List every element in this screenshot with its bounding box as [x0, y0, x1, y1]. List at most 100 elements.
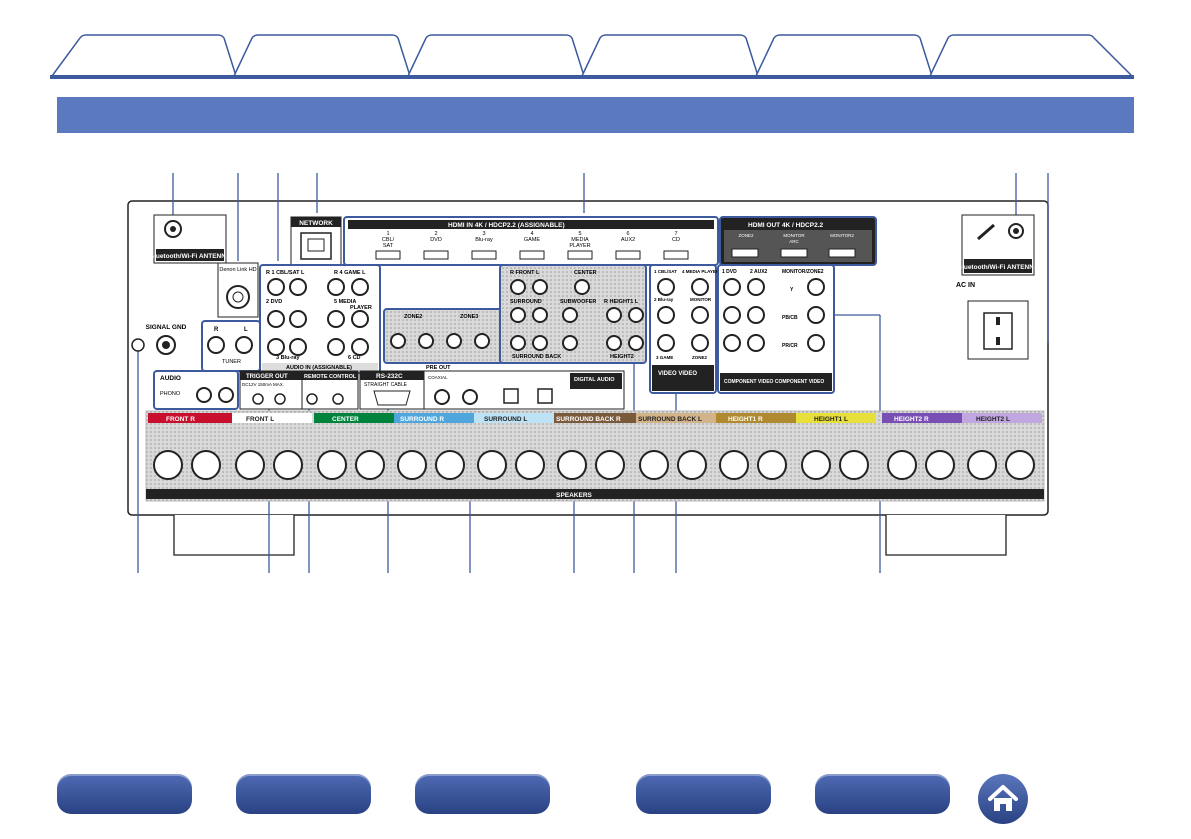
rs232c-port[interactable] [373, 390, 411, 406]
tab-tips[interactable] [754, 34, 934, 77]
svg-text:MONITOR: MONITOR [783, 233, 805, 238]
svg-text:PB/CB: PB/CB [782, 315, 798, 321]
svg-text:SURROUND BACK L: SURROUND BACK L [638, 416, 702, 423]
hdmi-out-title: HDMI OUT 4K / HDCP2.2 [748, 222, 824, 229]
svg-text:HEIGHT1 R: HEIGHT1 R [728, 416, 763, 423]
svg-text:6: 6 [626, 231, 629, 237]
phono-jack-r[interactable] [196, 387, 212, 403]
audio-in-footer: AUDIO IN (ASSIGNABLE) [286, 365, 352, 371]
svg-text:2 Blu-ray: 2 Blu-ray [654, 297, 674, 302]
phono-jack-l[interactable] [218, 387, 234, 403]
tuner-jack-r[interactable] [207, 336, 225, 354]
svg-text:PR/CR: PR/CR [782, 343, 798, 349]
remote-in[interactable] [306, 393, 318, 405]
svg-text:CD: CD [672, 237, 680, 243]
svg-text:1: 1 [386, 231, 389, 237]
trigger-1[interactable] [252, 393, 264, 405]
straight-cable-label: STRAIGHT CABLE [364, 382, 408, 388]
nav-button-5[interactable] [815, 774, 950, 814]
svg-text:AUDIO: AUDIO [160, 375, 181, 382]
tab-appendix[interactable] [928, 34, 1134, 77]
coax-2[interactable] [462, 389, 478, 405]
hdmi-in-title: HDMI IN 4K / HDCP2.2 (ASSIGNABLE) [448, 222, 565, 229]
remote-out[interactable] [332, 393, 344, 405]
svg-text:MONITOR: MONITOR [690, 297, 712, 302]
ac-in-label: AC IN [956, 282, 975, 289]
digital-audio-label: DIGITAL AUDIO [574, 377, 615, 383]
coax-1[interactable] [434, 389, 450, 405]
tab-connections[interactable] [232, 34, 412, 77]
tab-underline [50, 75, 1134, 79]
phono-block [153, 370, 239, 410]
optical-2[interactable] [537, 388, 553, 404]
svg-text:5 MEDIA: 5 MEDIA [334, 299, 356, 305]
svg-text:ZONE3: ZONE3 [460, 314, 478, 320]
denon-link-label: Denon Link HD [219, 267, 256, 273]
coaxial-label: COAXIAL [428, 375, 448, 380]
svg-text:Blu-ray: Blu-ray [475, 237, 493, 243]
preout-label: PRE OUT [426, 365, 451, 371]
hdmi-out-monitor2[interactable] [828, 248, 856, 258]
svg-text:PLAYER: PLAYER [569, 243, 590, 249]
svg-text:1 DVD: 1 DVD [722, 269, 737, 275]
speaker-posts[interactable] [153, 450, 1035, 480]
svg-text:2: 2 [434, 231, 437, 237]
svg-text:L: L [244, 327, 248, 333]
rear-panel-diagram: Bluetooth/Wi-Fi ANTENNA Denon Link HD NE… [127, 173, 1049, 573]
nav-button-3[interactable] [415, 774, 550, 814]
svg-text:SURROUND BACK: SURROUND BACK [512, 354, 561, 360]
video-in-label: VIDEO VIDEO [658, 371, 697, 377]
video-block [649, 264, 717, 394]
tuner-jack-l[interactable] [235, 336, 253, 354]
svg-text:DVD: DVD [430, 237, 442, 243]
network-label: NETWORK [299, 220, 333, 227]
nav-button-1[interactable] [57, 774, 192, 814]
foot-left [173, 515, 295, 556]
svg-text:2 AUX2: 2 AUX2 [750, 269, 768, 275]
trigger-spec: DC12V 150mA MAX. [242, 382, 284, 387]
svg-text:3 Blu-ray: 3 Blu-ray [276, 355, 300, 361]
svg-text:CBL/: CBL/ [382, 237, 395, 243]
signal-gnd-terminal[interactable] [131, 338, 145, 352]
svg-text:HEIGHT2 L: HEIGHT2 L [976, 416, 1010, 423]
svg-text:HEIGHT1 L: HEIGHT1 L [814, 416, 848, 423]
video-jacks[interactable] [657, 278, 709, 352]
svg-text:HEIGHT2: HEIGHT2 [610, 354, 634, 360]
component-jacks[interactable] [723, 278, 825, 352]
svg-text:3 GAME: 3 GAME [656, 355, 673, 360]
svg-text:4: 4 [530, 231, 533, 237]
nav-button-2[interactable] [236, 774, 371, 814]
tab-bar [50, 0, 1134, 78]
svg-text:R HEIGHT1 L: R HEIGHT1 L [604, 299, 639, 305]
audio-in-jacks[interactable] [267, 278, 369, 356]
hdmi-out-monitor-arc[interactable] [780, 248, 808, 258]
svg-text:Y: Y [790, 287, 794, 293]
svg-text:R 1 CBL/SAT L: R 1 CBL/SAT L [266, 270, 305, 276]
svg-text:2 DVD: 2 DVD [266, 299, 282, 305]
signal-gnd-label: SIGNAL GND [146, 324, 187, 331]
svg-text:HEIGHT2 R: HEIGHT2 R [894, 416, 929, 423]
hdmi-in-7[interactable]: 7CD [663, 231, 689, 260]
tab-contents[interactable] [50, 34, 238, 77]
nav-button-4[interactable] [636, 774, 771, 814]
trigger-2[interactable] [274, 393, 286, 405]
preout-jacks[interactable] [390, 279, 644, 351]
tab-settings[interactable] [580, 34, 760, 77]
component-label: COMPONENT VIDEO COMPONENT VIDEO [724, 379, 824, 385]
tab-playback[interactable] [406, 34, 586, 77]
home-icon [988, 785, 1018, 811]
optical-1[interactable] [503, 388, 519, 404]
svg-text:R FRONT L: R FRONT L [510, 270, 540, 276]
svg-text:GAME: GAME [524, 237, 541, 243]
speakers-label: SPEAKERS [556, 492, 592, 499]
svg-text:SUBWOOFER: SUBWOOFER [560, 299, 596, 305]
home-button[interactable] [978, 774, 1028, 824]
hdmi-out-zone2[interactable] [731, 248, 759, 258]
